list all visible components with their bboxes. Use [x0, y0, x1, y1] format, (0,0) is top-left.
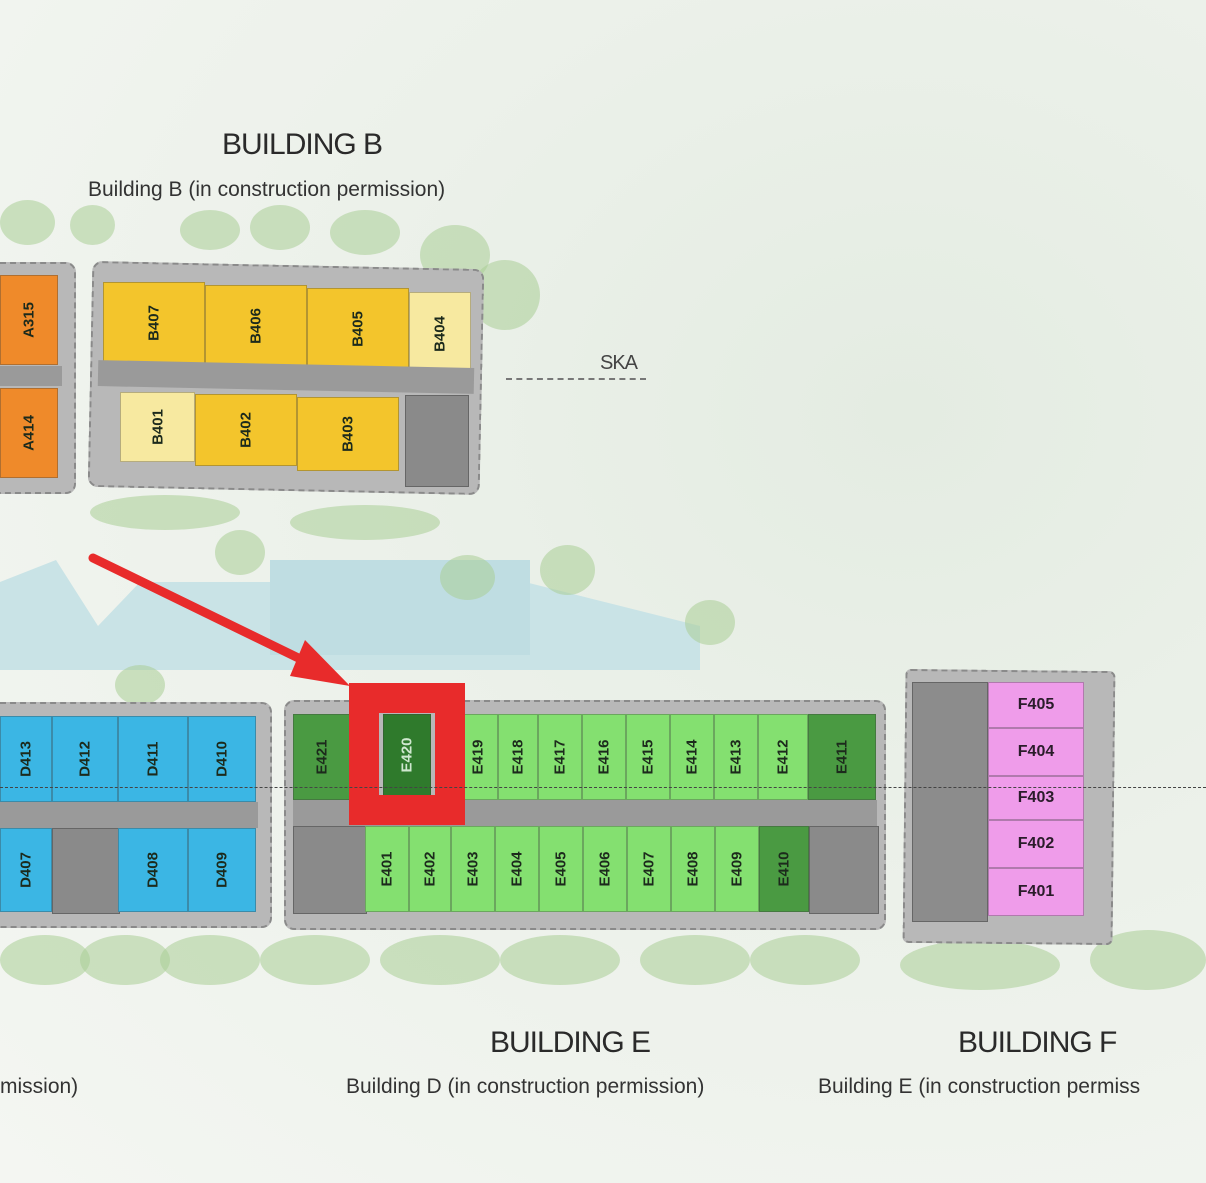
unit-e410[interactable]: E410: [759, 826, 809, 912]
building-e-title: BUILDING E: [490, 1026, 651, 1059]
site-axis-line: [0, 787, 1206, 788]
unit-d412[interactable]: D412: [52, 716, 118, 802]
unit-f401[interactable]: F401: [988, 868, 1084, 916]
unit-e415[interactable]: E415: [626, 714, 670, 800]
unit-e411[interactable]: E411: [808, 714, 876, 800]
unit-e417[interactable]: E417: [538, 714, 582, 800]
unit-a414[interactable]: A414: [0, 388, 58, 478]
unit-e414[interactable]: E414: [670, 714, 714, 800]
highlight-box: [349, 683, 465, 825]
building-b-stair-core: [405, 395, 469, 487]
unit-d408[interactable]: D408: [118, 828, 188, 912]
unit-d411[interactable]: D411: [118, 716, 188, 802]
building-b-title: BUILDING B: [222, 128, 383, 161]
unit-b405[interactable]: B405: [307, 288, 409, 370]
unit-f404[interactable]: F404: [988, 728, 1084, 776]
unit-e402[interactable]: E402: [409, 826, 451, 912]
unit-b403[interactable]: B403: [297, 397, 399, 471]
building-d-corridor: [0, 802, 258, 828]
unit-e407[interactable]: E407: [627, 826, 671, 912]
unit-e405[interactable]: E405: [539, 826, 583, 912]
unit-e406[interactable]: E406: [583, 826, 627, 912]
unit-e408[interactable]: E408: [671, 826, 715, 912]
unit-d409[interactable]: D409: [188, 828, 256, 912]
unit-f403[interactable]: F403: [988, 776, 1084, 820]
unit-e418[interactable]: E418: [498, 714, 538, 800]
building-d-subtitle-fragment: mission): [0, 1075, 79, 1098]
unit-b404[interactable]: B404: [409, 292, 471, 376]
unit-e404[interactable]: E404: [495, 826, 539, 912]
unit-d410[interactable]: D410: [188, 716, 256, 802]
unit-e412[interactable]: E412: [758, 714, 808, 800]
site-boundary-line: [506, 378, 646, 380]
north-compass-icon: SKA: [600, 352, 638, 374]
unit-e413[interactable]: E413: [714, 714, 758, 800]
unit-b401[interactable]: B401: [120, 392, 195, 462]
unit-e420[interactable]: E420: [383, 714, 431, 796]
building-f-stair-core: [912, 682, 988, 922]
unit-d407[interactable]: D407: [0, 828, 52, 912]
unit-f402[interactable]: F402: [988, 820, 1084, 868]
unit-e421[interactable]: E421: [293, 714, 351, 800]
unit-f405[interactable]: F405: [988, 682, 1084, 728]
building-d-stair-core: [52, 828, 120, 914]
unit-d413[interactable]: D413: [0, 716, 52, 802]
building-e-stair-core-left: [293, 826, 367, 914]
unit-a315[interactable]: A315: [0, 275, 58, 365]
building-b-subtitle: Building B (in construction permission): [88, 178, 446, 201]
building-e-subtitle: Building D (in construction permission): [346, 1075, 705, 1098]
unit-b407[interactable]: B407: [103, 282, 205, 364]
building-a-corridor: [0, 366, 62, 386]
red-arrow-icon: [88, 553, 350, 686]
unit-b406[interactable]: B406: [205, 285, 307, 367]
unit-e409[interactable]: E409: [715, 826, 759, 912]
unit-e403[interactable]: E403: [451, 826, 495, 912]
building-e-stair-core-right: [809, 826, 879, 914]
building-f-subtitle: Building E (in construction permiss: [818, 1075, 1141, 1098]
building-f-title: BUILDING F: [958, 1026, 1117, 1059]
unit-b402[interactable]: B402: [195, 394, 297, 466]
unit-e416[interactable]: E416: [582, 714, 626, 800]
unit-e401[interactable]: E401: [365, 826, 409, 912]
